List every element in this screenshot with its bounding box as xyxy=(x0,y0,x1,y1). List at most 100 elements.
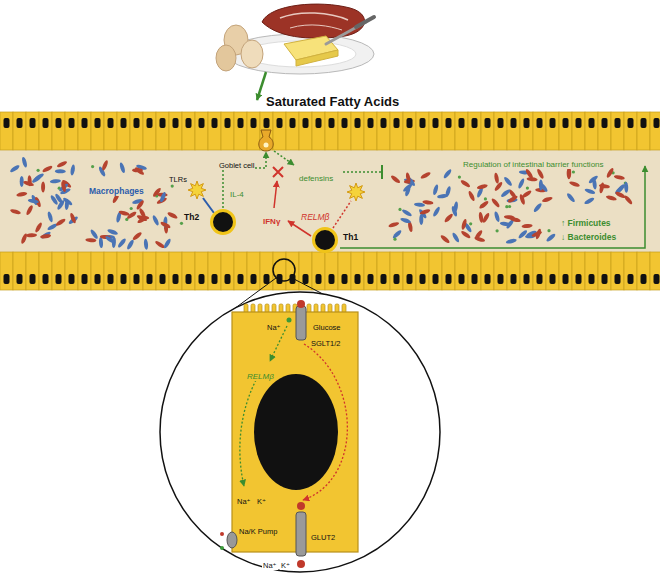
bacterium xyxy=(519,194,526,206)
epithelial-cell xyxy=(377,112,390,150)
epithelial-cell xyxy=(429,112,442,150)
cell-nucleus xyxy=(43,118,49,128)
egg xyxy=(216,45,236,71)
glucose-molecule xyxy=(297,502,305,510)
epithelial-cell xyxy=(442,252,455,290)
epithelial-cell xyxy=(572,252,585,290)
signal-arrow xyxy=(240,380,256,486)
cell-nucleus xyxy=(95,274,101,284)
meat-marbling xyxy=(280,13,348,20)
cell-nucleus xyxy=(394,274,400,284)
bacterium xyxy=(20,233,28,245)
epithelial-cell xyxy=(130,252,143,290)
epithelial-cell xyxy=(221,252,234,290)
epithelial-cell xyxy=(260,252,273,290)
bacterium xyxy=(163,238,172,249)
annotation-label: Macrophages xyxy=(88,186,145,196)
cell-nucleus xyxy=(225,274,231,284)
annotation-label: Regulation of intestinal barrier functio… xyxy=(462,160,605,169)
epithelial-cell xyxy=(468,252,481,290)
edge-label: IL-4 xyxy=(229,190,245,199)
bacterium xyxy=(521,223,532,228)
enterocyte-nucleus xyxy=(254,374,338,490)
epithelial-cell xyxy=(351,112,364,150)
cell-nucleus xyxy=(160,118,166,128)
cell-nucleus xyxy=(69,274,75,284)
cell-nucleus xyxy=(407,118,413,128)
epithelial-cell xyxy=(13,252,26,290)
epithelial-cell xyxy=(338,112,351,150)
cell-nucleus xyxy=(537,118,543,128)
epithelial-cell xyxy=(416,252,429,290)
bacterium xyxy=(40,231,51,240)
bacterium xyxy=(101,159,109,171)
epithelial-cell xyxy=(364,252,377,290)
bacterium xyxy=(130,207,133,210)
cell-nucleus xyxy=(472,118,478,128)
bacterium xyxy=(85,238,96,243)
annotation-label-wrap: GLUT2 xyxy=(310,526,336,544)
bacterium xyxy=(566,168,571,179)
bacterium xyxy=(419,214,423,225)
cell-nucleus xyxy=(82,118,88,128)
cell-nucleus xyxy=(225,118,231,128)
epithelial-cell xyxy=(520,252,533,290)
cell-nucleus xyxy=(628,274,634,284)
annotation-label: GLUT2 xyxy=(310,533,336,542)
cell-nucleus xyxy=(576,274,582,284)
epithelial-cell xyxy=(585,112,598,150)
bacterium xyxy=(461,219,468,231)
lumen xyxy=(0,150,660,252)
epithelial-cell xyxy=(624,112,637,150)
annotation-label-wrap: K⁺ xyxy=(280,554,291,572)
annotation-label-wrap: TLRs xyxy=(168,168,188,186)
t-helper-cell: Th2 xyxy=(209,208,237,236)
cell-nucleus xyxy=(82,274,88,284)
bacterium xyxy=(132,168,143,172)
t-helper-cell-shape xyxy=(209,208,237,236)
cell-nucleus xyxy=(290,118,296,128)
annotation-label: K⁺ xyxy=(280,561,291,570)
cell-nucleus xyxy=(121,118,127,128)
bacterium xyxy=(55,218,66,227)
bacterium xyxy=(469,222,472,225)
annotation-label: Na⁺ xyxy=(236,497,252,506)
bacterium xyxy=(60,181,67,193)
bacterium xyxy=(138,216,149,220)
cell-nucleus xyxy=(433,274,439,284)
cell-nucleus xyxy=(30,274,36,284)
cell-nucleus xyxy=(615,118,621,128)
intake-arrow xyxy=(257,72,266,100)
bacterium xyxy=(392,229,403,239)
epithelial-cell xyxy=(338,252,351,290)
epithelial-cell xyxy=(234,252,247,290)
bacterium xyxy=(401,208,412,217)
epithelial-cell xyxy=(273,112,286,150)
cell-nucleus xyxy=(550,118,556,128)
epithelial-cell xyxy=(117,252,130,290)
cell-nucleus xyxy=(199,118,205,128)
epithelial-cell xyxy=(390,112,403,150)
epithelial-cell xyxy=(377,252,390,290)
glucose-molecule xyxy=(297,560,305,568)
bacterium xyxy=(56,160,68,168)
bacterium xyxy=(517,178,525,190)
knife-handle xyxy=(356,17,374,27)
epithelial-cell xyxy=(299,252,312,290)
bacterium xyxy=(135,199,145,210)
bacterium xyxy=(605,167,614,178)
inhibition-bar xyxy=(381,165,383,179)
epithelial-cell xyxy=(481,252,494,290)
epithelial-cell xyxy=(403,112,416,150)
bacterium xyxy=(474,229,484,240)
bacterium xyxy=(64,199,69,210)
cell-nucleus xyxy=(498,118,504,128)
epithelial-cell xyxy=(286,112,299,150)
epithelial-cell xyxy=(182,252,195,290)
cell-nucleus xyxy=(641,118,647,128)
node-label-wrap: Goblet cell xyxy=(218,154,255,172)
bacterium xyxy=(400,217,412,224)
annotation-label: TLRs xyxy=(168,175,188,184)
annotation-label-wrap: RELMβ xyxy=(300,206,330,224)
cell-nucleus xyxy=(420,274,426,284)
